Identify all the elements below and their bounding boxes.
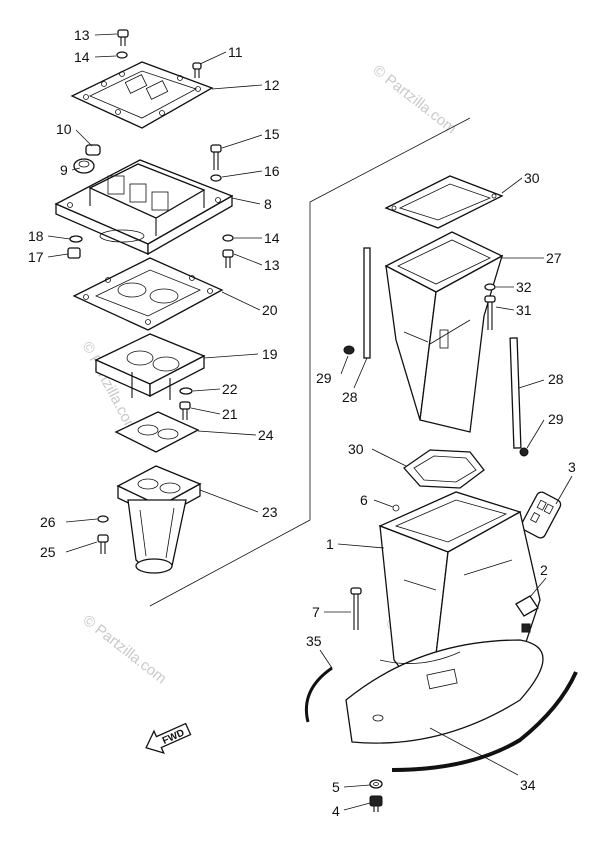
washer-18	[69, 235, 83, 243]
callout-12: 12	[264, 77, 280, 93]
plug-10	[85, 144, 101, 156]
callout-11: 11	[228, 44, 243, 60]
callout-17: 17	[28, 249, 44, 265]
callout-14-top: 14	[74, 49, 90, 65]
callout-29-left: 29	[316, 370, 332, 386]
callout-8: 8	[264, 196, 272, 212]
callout-7: 7	[312, 604, 320, 620]
callout-5: 5	[332, 779, 340, 795]
grommet-3	[520, 491, 562, 539]
callout-9: 9	[60, 162, 68, 178]
washer-5	[369, 779, 383, 789]
callout-32: 31	[516, 302, 532, 318]
washer-14-mid	[222, 234, 234, 242]
watermark-top-right: © Partzilla.com	[370, 62, 460, 138]
rubber-seal-28-right	[509, 337, 522, 449]
gasket-20	[72, 257, 224, 331]
bolt-25	[97, 534, 109, 554]
callout-33: 32	[516, 279, 532, 295]
gasket-12	[70, 61, 214, 129]
bolt-4	[369, 795, 383, 812]
gasket-24	[114, 411, 200, 453]
lower-casing-1	[345, 491, 544, 744]
callout-20: 20	[262, 302, 278, 318]
callout-2: 2	[540, 562, 548, 578]
callout-labels: 13 14 11 12 10 9 15 16 8 18 17 14 13 20 …	[28, 27, 576, 819]
callout-15: 15	[264, 126, 280, 142]
washer-14-top	[116, 51, 128, 59]
bolt-32	[484, 295, 496, 330]
callout-31: 30	[524, 170, 540, 186]
grommet-9	[73, 158, 95, 174]
callout-26: 26	[40, 514, 56, 530]
fitting-6	[392, 504, 400, 512]
fwd-direction-arrow: FWD	[145, 722, 192, 755]
callout-27: 27	[546, 250, 562, 266]
callout-4: 4	[332, 803, 340, 819]
callout-23: 23	[262, 504, 278, 520]
callout-14-mid: 14	[264, 230, 280, 246]
exhaust-pipe-23	[116, 465, 202, 574]
leader-lines	[47, 33, 573, 811]
nut-17	[67, 247, 81, 259]
fwd-label: FWD	[161, 728, 186, 747]
bolt-15	[210, 144, 222, 170]
callout-22: 22	[222, 381, 238, 397]
callout-18: 18	[28, 228, 44, 244]
callout-10: 10	[56, 121, 72, 137]
callout-3: 3	[568, 459, 576, 475]
rubber-strip-34	[391, 671, 578, 772]
callout-1: 1	[326, 536, 334, 552]
gasket-30	[403, 449, 485, 489]
callout-19: 19	[262, 346, 278, 362]
upper-casing-27	[384, 231, 504, 433]
exhaust-guide-19	[94, 333, 206, 400]
washer-22	[179, 387, 193, 395]
callout-28-left: 28	[342, 389, 358, 405]
callout-6: 6	[360, 492, 368, 508]
assembly-brackets	[149, 117, 471, 607]
callout-29-right: 29	[548, 411, 564, 427]
grommet-29-left	[343, 345, 355, 355]
grommet-29-right	[519, 447, 529, 457]
rubber-seal-28-left	[363, 247, 371, 359]
bolt-11	[192, 62, 202, 78]
callout-24: 24	[258, 427, 274, 443]
callout-30: 30	[348, 441, 364, 457]
hose-35	[304, 666, 333, 723]
pin-2	[515, 595, 539, 633]
callout-16: 16	[264, 163, 280, 179]
washer-33	[484, 283, 496, 291]
callout-28-right: 28	[548, 371, 564, 387]
washer-26	[97, 515, 109, 523]
callout-13-top: 13	[74, 27, 90, 43]
callout-13-mid: 13	[264, 257, 280, 273]
washer-16	[210, 174, 222, 182]
watermark-bottom-left: © Partzilla.com	[80, 612, 170, 688]
bolt-21	[179, 401, 191, 420]
bolt-13-top	[117, 29, 129, 46]
bolt-13-mid	[222, 249, 234, 268]
callout-34: 34	[520, 777, 536, 793]
callout-21: 21	[222, 406, 238, 422]
manifold-8	[54, 159, 234, 256]
gasket-31	[384, 175, 504, 229]
callout-35: 35	[306, 633, 322, 649]
bolt-7	[350, 587, 362, 630]
callout-25: 25	[40, 544, 56, 560]
